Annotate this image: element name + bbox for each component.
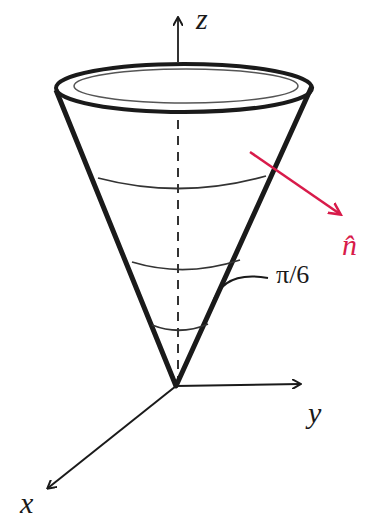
- z-axis: [177, 18, 179, 62]
- angle-label: π/6: [276, 262, 309, 288]
- x-axis: [48, 386, 176, 488]
- axis-label: x: [20, 488, 33, 518]
- cone-side: [56, 86, 312, 386]
- axis-label: z: [196, 4, 208, 34]
- z-axis-hidden: [177, 110, 179, 385]
- cone-rim-inner: [74, 69, 298, 103]
- cone-rim: [56, 64, 312, 112]
- level-curve: [98, 176, 266, 189]
- level-curve: [132, 260, 240, 270]
- level-curve: [152, 324, 208, 330]
- normal-label: n̂: [342, 230, 357, 260]
- y-axis: [176, 384, 300, 386]
- axis-label: y: [308, 398, 321, 428]
- normal-vector: [250, 152, 340, 214]
- leader-line: [212, 277, 268, 305]
